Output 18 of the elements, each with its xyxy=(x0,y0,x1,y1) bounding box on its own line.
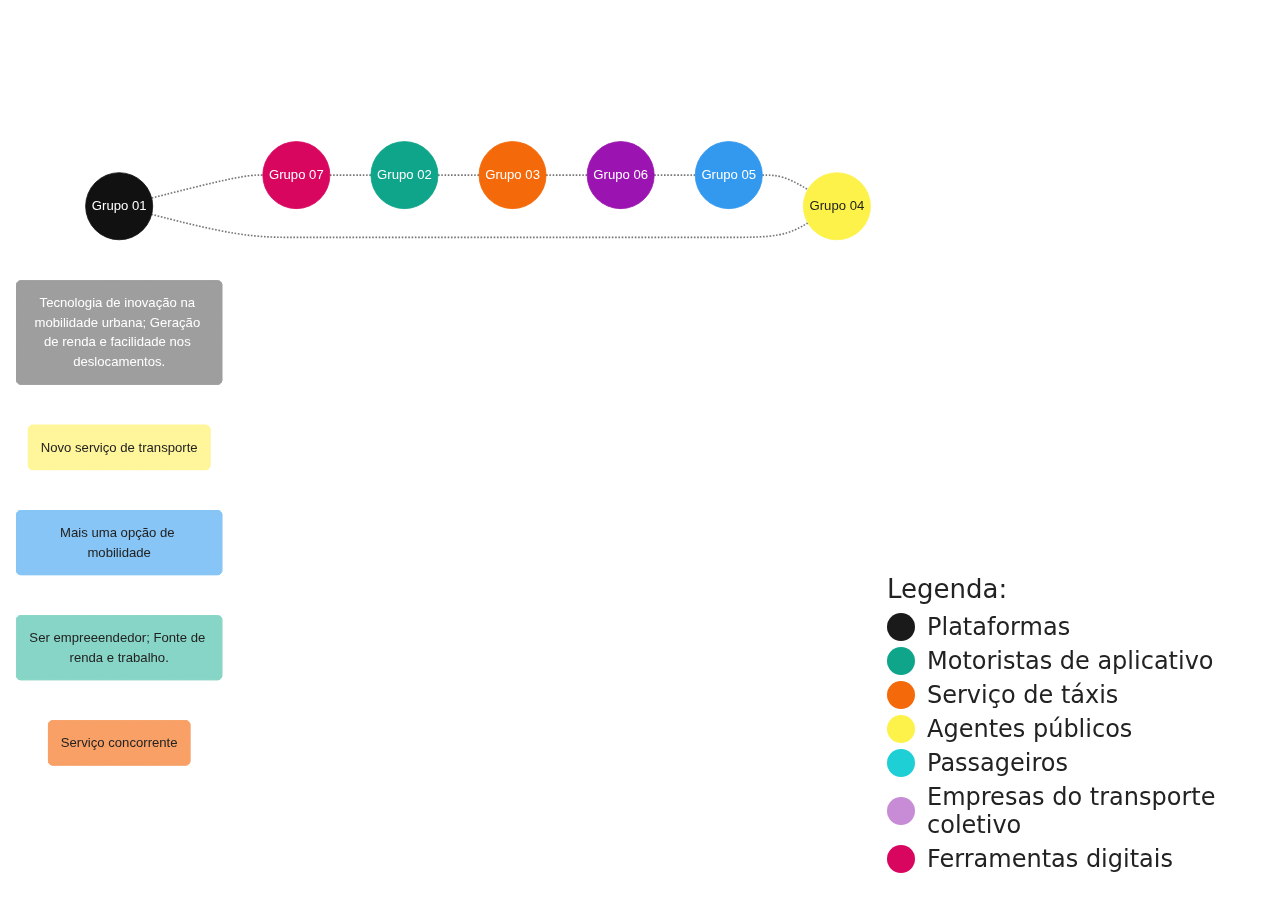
node-circle: Grupo 02 xyxy=(370,140,439,209)
legend-text: Passageiros xyxy=(927,749,1068,777)
legend-heading: Legenda: xyxy=(887,574,1009,604)
legend-text: Serviço de táxis xyxy=(927,681,1119,709)
connector xyxy=(150,173,264,199)
node-circle: Grupo 07 xyxy=(262,140,331,209)
connector xyxy=(437,173,480,176)
legend-text: Empresas do transporte coletivo xyxy=(927,783,1217,839)
legend-text: Agentes públicos xyxy=(927,715,1133,743)
node-circle: Grupo 03 xyxy=(478,140,547,209)
node-circle: Grupo 06 xyxy=(586,140,655,209)
node-circle: Grupo 05 xyxy=(694,140,763,209)
legend-text: Motoristas de aplicativo xyxy=(927,647,1214,675)
connector xyxy=(329,173,372,176)
legend-text: Ferramentas digitais xyxy=(927,845,1173,873)
node-circle: Grupo 01 xyxy=(85,171,154,240)
node-circle: Grupo 04 xyxy=(802,171,871,240)
legend-text: Plataformas xyxy=(927,613,1071,641)
